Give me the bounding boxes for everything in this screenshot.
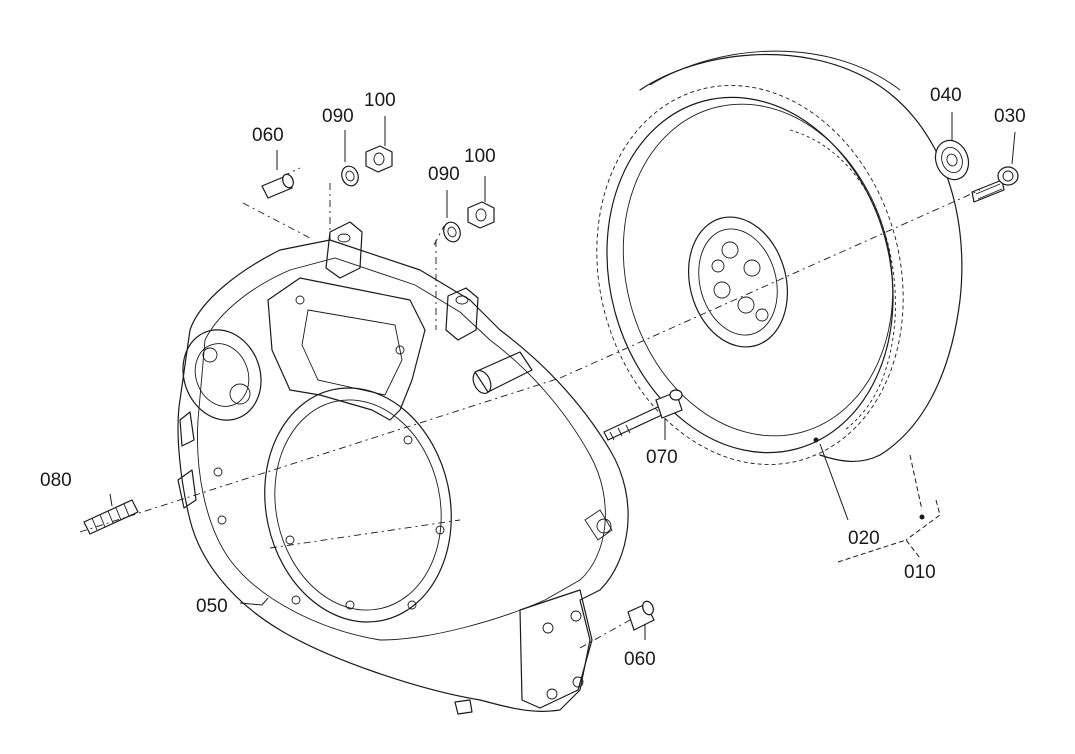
nut-100-left — [365, 145, 393, 173]
callout-060-bottom: 060 — [624, 649, 656, 670]
callout-090-right: 090 — [428, 164, 460, 185]
bearing-040 — [934, 139, 970, 181]
nut-100-right — [467, 201, 495, 229]
stud-080 — [83, 499, 139, 535]
washer-090-right — [443, 221, 461, 243]
assembly-axes — [79, 167, 981, 649]
callout-060-top: 060 — [252, 125, 284, 146]
callout-100-right: 100 — [464, 146, 496, 167]
dowel-pin-060-bottom — [627, 600, 655, 631]
flywheel — [596, 50, 963, 465]
callout-010: 010 — [904, 562, 936, 583]
callout-080: 080 — [40, 470, 72, 491]
callout-070: 070 — [646, 447, 678, 468]
bolt-030 — [971, 166, 1019, 203]
flywheel-housing — [177, 221, 629, 715]
callout-040: 040 — [930, 85, 962, 106]
leader-lines — [109, 112, 1016, 640]
callout-050: 050 — [196, 596, 228, 617]
callout-020: 020 — [848, 528, 880, 549]
callout-labels: 060 090 100 090 100 040 030 070 080 050 … — [40, 85, 1026, 670]
stud-bolt-070 — [603, 389, 683, 441]
dowel-pin-060-top — [261, 173, 294, 199]
callout-100-left: 100 — [364, 90, 396, 111]
callout-030: 030 — [994, 106, 1026, 127]
washer-090-left — [341, 165, 359, 187]
callout-090-left: 090 — [322, 106, 354, 127]
